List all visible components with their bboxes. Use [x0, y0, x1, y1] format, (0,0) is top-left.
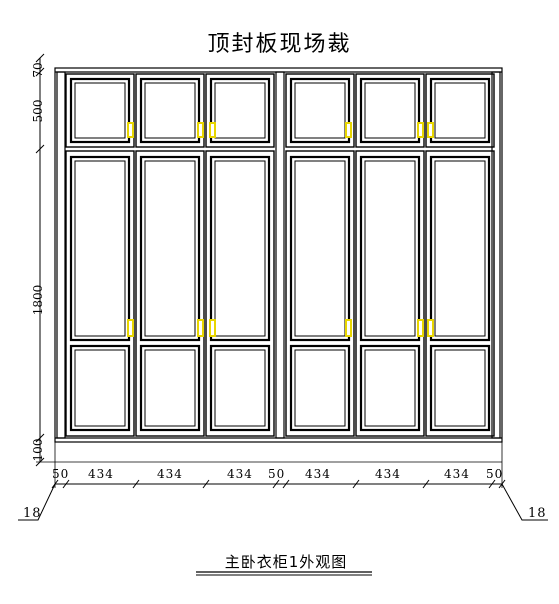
upper-door — [65, 73, 135, 148]
lower-door-tall-inner-panel — [434, 160, 486, 337]
door-panels — [65, 73, 495, 437]
dim-base: 100 — [31, 438, 45, 462]
upper-door-raised-panel — [69, 77, 131, 144]
lower-door-short-inner-panel — [434, 349, 486, 427]
middle-divider — [275, 71, 285, 439]
horizontal-dimension-tick — [132, 479, 140, 489]
dim-left-side: 50 — [52, 467, 70, 481]
upper-door-inner-panel — [74, 82, 126, 139]
left-leader-line — [18, 483, 56, 521]
horizontal-dimension-tick — [488, 479, 496, 489]
lower-door — [285, 150, 355, 437]
upper-door — [205, 73, 275, 148]
lower-door-tall-inner-panel — [294, 160, 346, 337]
dim-middle: 50 — [268, 467, 286, 481]
lower-door-short-inner-panel — [144, 349, 196, 427]
drawing-caption: 主卧衣柜1外观图 — [224, 553, 348, 571]
upper-door-inner-panel — [434, 82, 486, 139]
lower-door — [135, 150, 205, 437]
cabinet-frame — [54, 67, 503, 443]
lower-door-handle — [345, 319, 352, 337]
lower-door-tall-inner-panel — [364, 160, 416, 337]
lower-door-tall-inner-panel — [144, 160, 196, 337]
lower-door-handle — [127, 319, 134, 337]
right-side-panel — [491, 71, 501, 439]
dim-door-1: 434 — [88, 467, 114, 481]
lower-door — [65, 150, 135, 437]
horizontal-dimension-tick — [352, 479, 360, 489]
upper-door-handle — [197, 122, 204, 138]
lower-door-short-inner-panel — [214, 349, 266, 427]
lower-door-handle — [209, 319, 216, 337]
dim-door-5: 434 — [375, 467, 401, 481]
lower-door-short-inner-panel — [294, 349, 346, 427]
upper-door-handle — [209, 122, 216, 138]
lower-door-short-raised-panel — [429, 344, 491, 432]
upper-door-raised-panel — [209, 77, 271, 144]
lower-door-tall-inner-panel — [214, 160, 266, 337]
upper-door-inner-panel — [294, 82, 346, 139]
dim-right-side: 50 — [486, 467, 504, 481]
side-panel-left-label: 18 — [23, 506, 42, 521]
horizontal-dimension-tick — [282, 479, 290, 489]
horizontal-dimension-tick — [202, 479, 210, 489]
lower-door-short-inner-panel — [364, 349, 416, 427]
vertical-dimension-tick — [35, 144, 45, 154]
dimension-lines — [18, 53, 548, 576]
upper-door-raised-panel — [289, 77, 351, 144]
upper-door-raised-panel — [359, 77, 421, 144]
vertical-dimension-tick — [35, 433, 45, 443]
lower-door-tall-inner-panel — [74, 160, 126, 337]
vertical-dimension-tick — [35, 53, 45, 63]
lower-door-tall-raised-panel — [209, 155, 271, 342]
upper-door — [135, 73, 205, 148]
lower-door-short-raised-panel — [139, 344, 201, 432]
upper-door-handle — [417, 122, 424, 138]
lower-door-short-inner-panel — [74, 349, 126, 427]
lower-door — [355, 150, 425, 437]
door-handles — [127, 122, 434, 337]
upper-door-inner-panel — [144, 82, 196, 139]
upper-door — [285, 73, 355, 148]
lower-door-tall-raised-panel — [139, 155, 201, 342]
horizontal-dimension-tick — [62, 479, 70, 489]
right-leader-line — [501, 483, 548, 521]
dim-lower-doors: 1800 — [31, 284, 45, 316]
lower-door — [425, 150, 495, 437]
lower-door-tall-raised-panel — [429, 155, 491, 342]
lower-door-handle — [427, 319, 434, 337]
left-side-panel — [56, 71, 66, 439]
upper-door-handle — [427, 122, 434, 138]
dim-upper-doors: 500 — [31, 99, 45, 123]
lower-door-short-raised-panel — [359, 344, 421, 432]
vertical-dimension-tick — [35, 67, 45, 77]
dim-door-2: 434 — [157, 467, 183, 481]
dim-door-4: 434 — [305, 467, 331, 481]
lower-door-tall-raised-panel — [69, 155, 131, 342]
upper-door-inner-panel — [364, 82, 416, 139]
upper-door-handle — [127, 122, 134, 138]
horizontal-dimension-tick — [272, 479, 280, 489]
lower-door-tall-raised-panel — [359, 155, 421, 342]
drawing-title: 顶封板现场裁 — [207, 32, 352, 57]
upper-door — [355, 73, 425, 148]
horizontal-dimension-tick — [422, 479, 430, 489]
lower-door — [205, 150, 275, 437]
lower-door-short-raised-panel — [289, 344, 351, 432]
lower-door-short-raised-panel — [209, 344, 271, 432]
lower-door-handle — [197, 319, 204, 337]
dim-door-6: 434 — [444, 467, 470, 481]
lower-door-tall-raised-panel — [289, 155, 351, 342]
dim-door-3: 434 — [227, 467, 253, 481]
upper-door-handle — [345, 122, 352, 138]
cabinet-outline — [54, 67, 503, 443]
upper-door-raised-panel — [429, 77, 491, 144]
lower-door-short-raised-panel — [69, 344, 131, 432]
upper-door-inner-panel — [214, 82, 266, 139]
upper-door — [425, 73, 495, 148]
lower-door-handle — [417, 319, 424, 337]
upper-door-raised-panel — [139, 77, 201, 144]
side-panel-right-label: 18 — [528, 506, 547, 521]
